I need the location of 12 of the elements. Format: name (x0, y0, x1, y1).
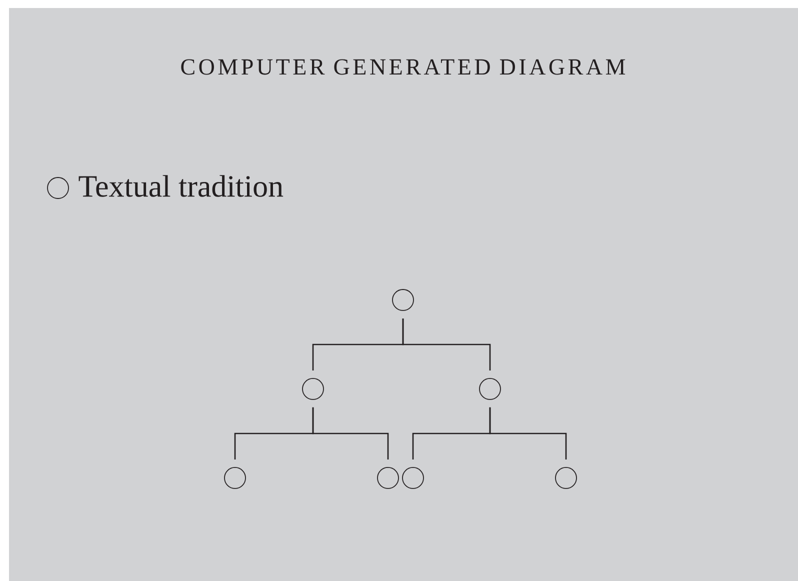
tree-node-circle (402, 467, 424, 489)
tree-connector (489, 407, 567, 460)
tree-node-circle (392, 289, 414, 311)
tree-node-circle (302, 378, 324, 400)
legend-text: Textual tradition (78, 175, 284, 197)
tree-connector (312, 407, 389, 460)
title: COMPUTER GENERATED DIAGRAM (181, 59, 626, 75)
tree-node-circle (479, 378, 501, 400)
tree-node-circle (224, 467, 246, 489)
tree-node-circle (377, 467, 399, 489)
tree-connector (402, 318, 491, 371)
tree-node-circle (555, 467, 577, 489)
